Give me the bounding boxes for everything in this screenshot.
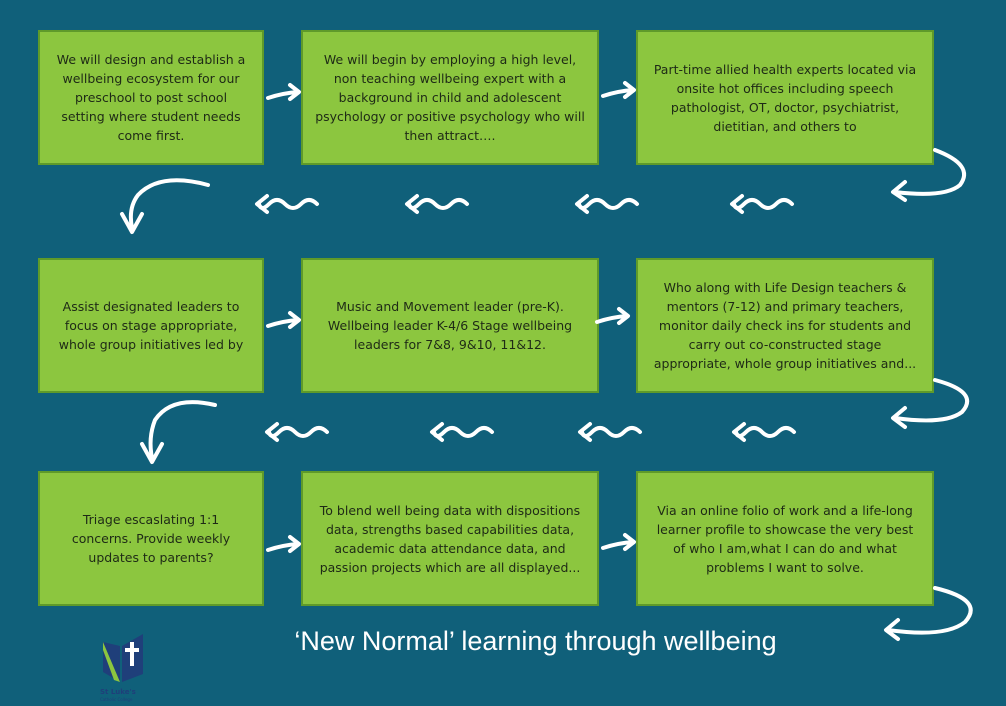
squiggle-arrow-icon <box>575 194 639 214</box>
step-box-1: We will design and establish a wellbeing… <box>38 30 264 165</box>
squiggle-arrow-icon <box>732 422 796 442</box>
logo-name: St Luke's <box>100 688 136 696</box>
step-text: Via an online folio of work and a life-l… <box>656 502 914 575</box>
step-box-9: Via an online folio of work and a life-l… <box>636 471 934 606</box>
squiggle-arrow-icon <box>255 194 319 214</box>
right-arrow-icon <box>595 307 630 325</box>
step-text: Part-time allied health experts located … <box>653 61 917 134</box>
step-text: To blend well being data with dispositio… <box>319 502 581 575</box>
step-text: Music and Movement leader (pre-K). Wellb… <box>327 299 573 352</box>
logo-subtitle: Catholic College <box>100 697 133 702</box>
step-box-7: Triage escaslating 1:1 concerns. Provide… <box>38 471 264 606</box>
step-box-3: Part-time allied health experts located … <box>636 30 934 165</box>
step-text: Who along with Life Design teachers & me… <box>653 280 917 371</box>
school-logo: St Luke's Catholic College <box>100 630 150 702</box>
step-box-8: To blend well being data with dispositio… <box>301 471 599 606</box>
squiggle-arrow-icon <box>730 194 794 214</box>
step-text: We will begin by employing a high level,… <box>315 52 585 143</box>
right-arrow-icon <box>266 311 301 329</box>
step-box-2: We will begin by employing a high level,… <box>301 30 599 165</box>
step-box-4: Assist designated leaders to focus on st… <box>38 258 264 393</box>
squiggle-arrow-icon <box>265 422 329 442</box>
step-box-5: Music and Movement leader (pre-K). Wellb… <box>301 258 599 393</box>
right-arrow-icon <box>266 535 301 553</box>
page-title: ‘New Normal’ learning through wellbeing <box>294 626 777 656</box>
curved-arrow-icon <box>140 400 217 464</box>
squiggle-arrow-icon <box>430 422 494 442</box>
curved-arrow-icon <box>120 178 210 234</box>
right-arrow-icon <box>601 81 636 99</box>
step-text: Triage escaslating 1:1 concerns. Provide… <box>71 512 231 565</box>
step-text: Assist designated leaders to focus on st… <box>58 299 244 352</box>
squiggle-arrow-icon <box>578 422 642 442</box>
right-arrow-icon <box>266 83 301 101</box>
book-cross-icon <box>103 634 143 682</box>
curved-arrow-icon <box>891 148 967 202</box>
curved-arrow-icon <box>891 378 970 429</box>
step-box-6: Who along with Life Design teachers & me… <box>636 258 934 393</box>
step-text: We will design and establish a wellbeing… <box>56 52 246 143</box>
right-arrow-icon <box>601 533 636 551</box>
curved-arrow-icon <box>884 586 973 641</box>
squiggle-arrow-icon <box>405 194 469 214</box>
